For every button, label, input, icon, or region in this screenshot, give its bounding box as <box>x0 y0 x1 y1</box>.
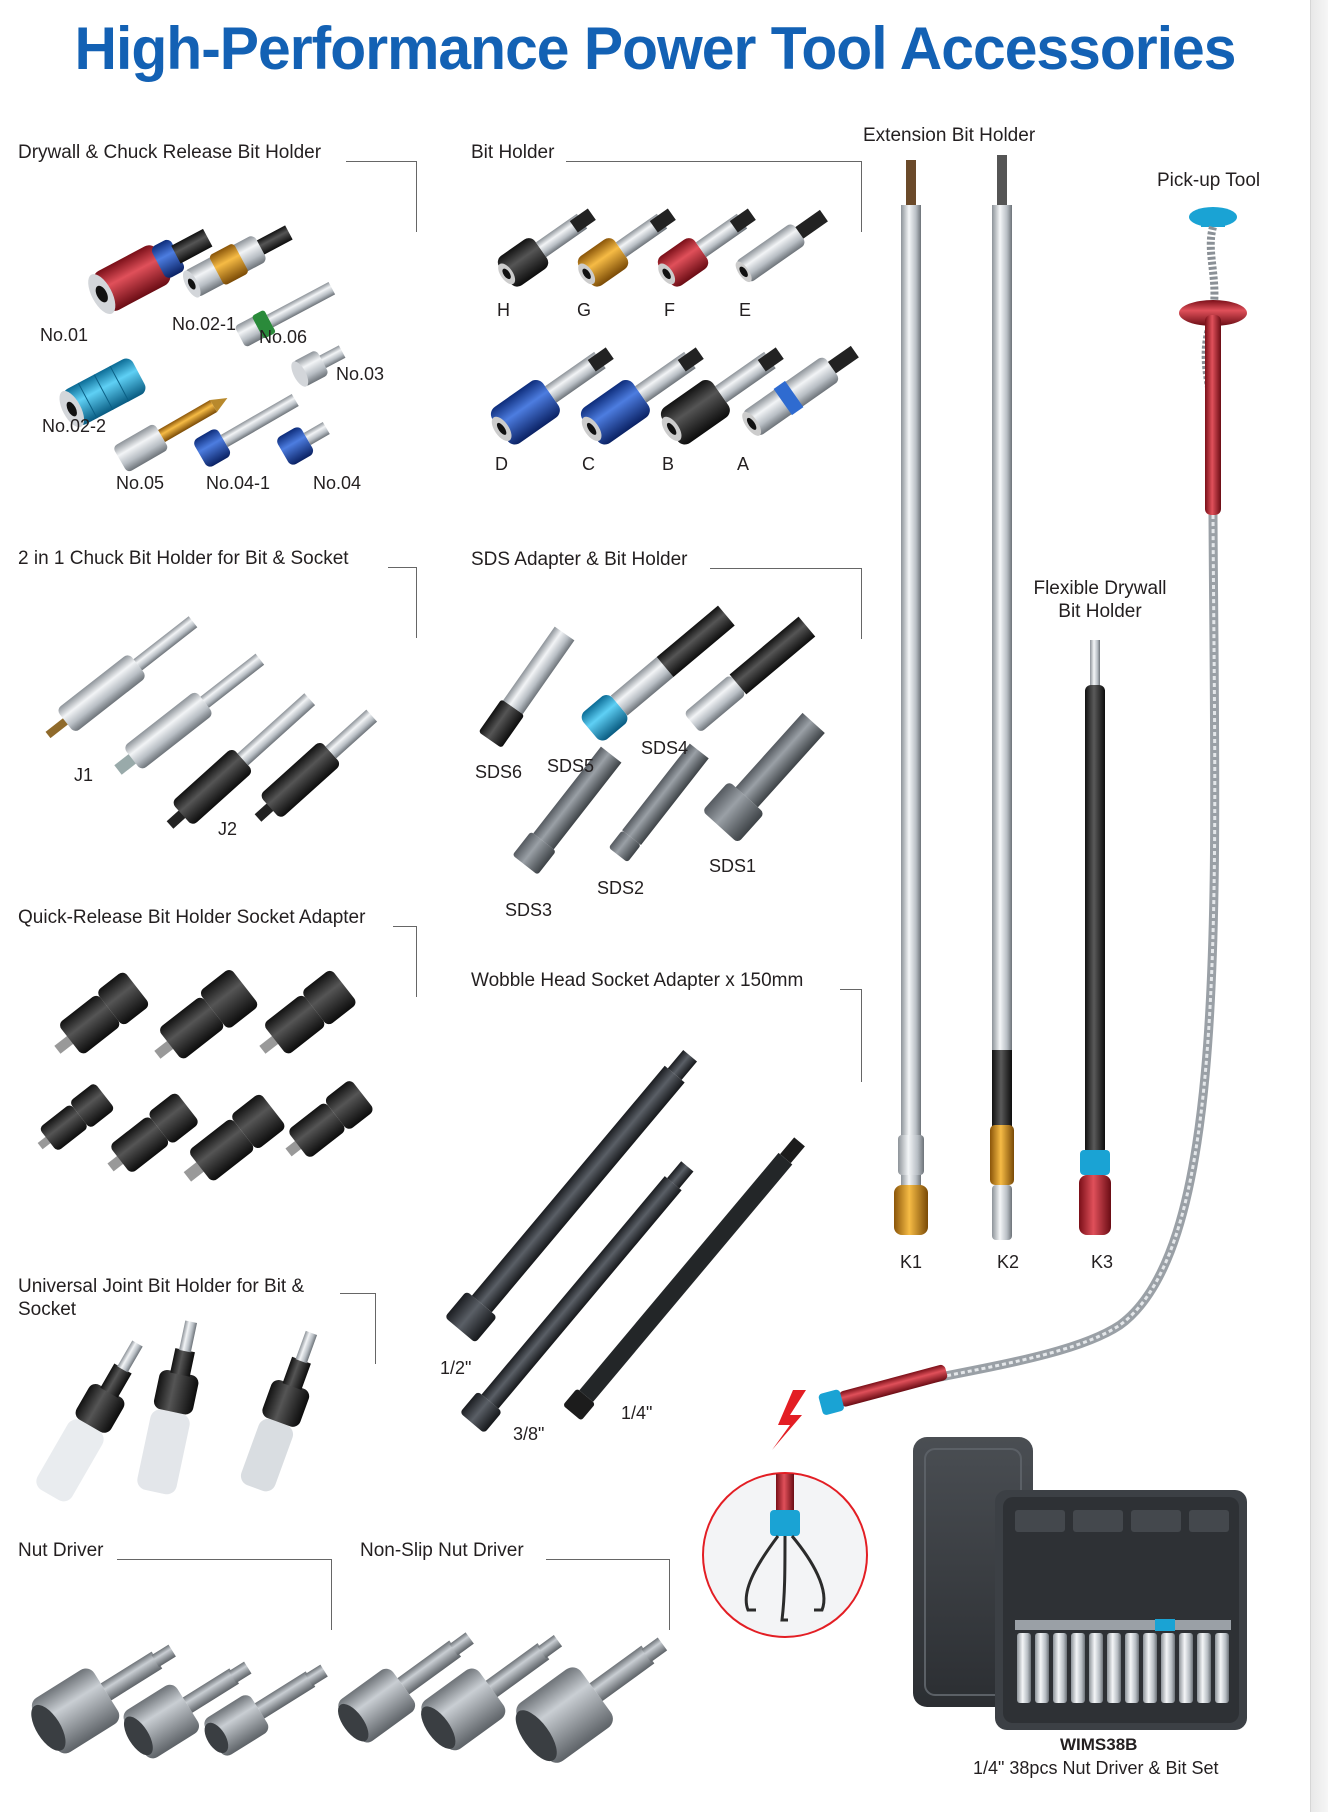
nut-driver-section-bracket <box>117 1559 332 1630</box>
flexible-title-line1: Flexible Drywall <box>1033 578 1167 599</box>
universal-section-title: Universal Joint Bit Holder for Bit & Soc… <box>18 1275 304 1321</box>
sds-label-2: SDS2 <box>597 878 645 898</box>
flexible-section-title: Flexible Drywall Bit Holder <box>1020 577 1180 623</box>
extension-label-k1: K1 <box>900 1252 923 1272</box>
bit-holders-image <box>490 208 859 445</box>
sds-label-4: SDS4 <box>641 738 689 758</box>
nut-driver-section-title: Nut Driver <box>18 1540 104 1561</box>
drywall-label-7: No.04-1 <box>206 473 271 493</box>
universal-title-line1: Universal Joint Bit Holder for Bit & <box>18 1276 305 1297</box>
set-description: 1/4" 38pcs Nut Driver & Bit Set <box>973 1758 1219 1778</box>
drywall-label-1: No.01 <box>40 325 89 345</box>
two-in-one-label-j1: J1 <box>74 765 94 785</box>
drywall-label-4: No.03 <box>336 364 385 384</box>
quick-release-adapters-image <box>37 970 373 1182</box>
nonslip-section-bracket <box>546 1559 670 1630</box>
quick-release-section-bracket <box>393 926 417 997</box>
wobble-section-bracket <box>840 989 862 1082</box>
universal-joint-holders-image <box>36 1320 318 1502</box>
drywall-label-6: No.05 <box>116 473 165 493</box>
page-title: High-Performance Power Tool Accessories <box>74 15 1236 82</box>
flexible-title-line2: Bit Holder <box>1058 601 1142 622</box>
set-model-name: WIMS38B <box>1060 1735 1138 1754</box>
drywall-label-8: No.04 <box>313 473 362 493</box>
two-in-one-section-bracket <box>388 567 417 638</box>
sds-label-5: SDS5 <box>547 756 595 776</box>
wobble-label-quarter: 1/4" <box>621 1403 653 1423</box>
extension-label-k2: K2 <box>997 1252 1020 1272</box>
sds-adapters-image <box>479 605 825 874</box>
sds-label-6: SDS6 <box>475 762 523 782</box>
extension-label-k3: K3 <box>1091 1252 1114 1272</box>
pickup-tool-image <box>772 207 1247 1450</box>
nut-driver-set-case-image <box>913 1437 1247 1730</box>
drywall-holders-image <box>59 225 346 472</box>
two-in-one-label-j2: J2 <box>218 819 238 839</box>
nonslip-section-title: Non-Slip Nut Driver <box>360 1540 524 1561</box>
two-in-one-section-title: 2 in 1 Chuck Bit Holder for Bit & Socket <box>18 548 349 569</box>
bit-holder-label-e: E <box>739 300 752 320</box>
sds-section-title: SDS Adapter & Bit Holder <box>471 549 688 570</box>
nut-drivers-image <box>31 1644 328 1759</box>
wobble-section-title: Wobble Head Socket Adapter x 150mm <box>471 970 804 991</box>
bit-holder-label-h: H <box>497 300 510 320</box>
bit-holder-label-d: D <box>495 454 508 474</box>
bit-holder-label-f: F <box>664 300 675 320</box>
sds-label-1: SDS1 <box>709 856 757 876</box>
two-in-one-holders-image <box>45 616 378 829</box>
drywall-label-2: No.02-1 <box>172 314 237 334</box>
bit-holder-section-bracket <box>566 161 862 232</box>
extension-section-title: Extension Bit Holder <box>863 125 1036 146</box>
bit-holder-section-title: Bit Holder <box>471 142 555 163</box>
pickup-section-title: Pick-up Tool <box>1157 170 1261 191</box>
pickup-claw-detail-image <box>702 1472 868 1638</box>
quick-release-section-title: Quick-Release Bit Holder Socket Adapter <box>18 907 366 928</box>
drywall-label-5: No.02-2 <box>42 416 107 436</box>
extension-holders-image <box>894 155 1111 1240</box>
nonslip-nut-drivers-image <box>337 1632 668 1763</box>
sds-label-3: SDS3 <box>505 900 553 920</box>
bit-holder-label-g: G <box>577 300 592 320</box>
universal-section-bracket <box>340 1293 376 1364</box>
drywall-section-title: Drywall & Chuck Release Bit Holder <box>18 142 322 163</box>
page-edge <box>1310 0 1328 1812</box>
drywall-label-3: No.06 <box>259 327 308 347</box>
universal-title-line2: Socket <box>18 1299 77 1320</box>
wobble-label-half: 1/2" <box>440 1358 472 1378</box>
bit-holder-label-b: B <box>662 454 675 474</box>
bit-holder-label-a: A <box>737 454 750 474</box>
wobble-adapters-image <box>446 1049 805 1432</box>
wobble-label-three-eighths: 3/8" <box>513 1424 545 1444</box>
drywall-section-bracket <box>346 161 417 232</box>
bit-holder-label-c: C <box>582 454 595 474</box>
sds-section-bracket <box>710 568 862 639</box>
